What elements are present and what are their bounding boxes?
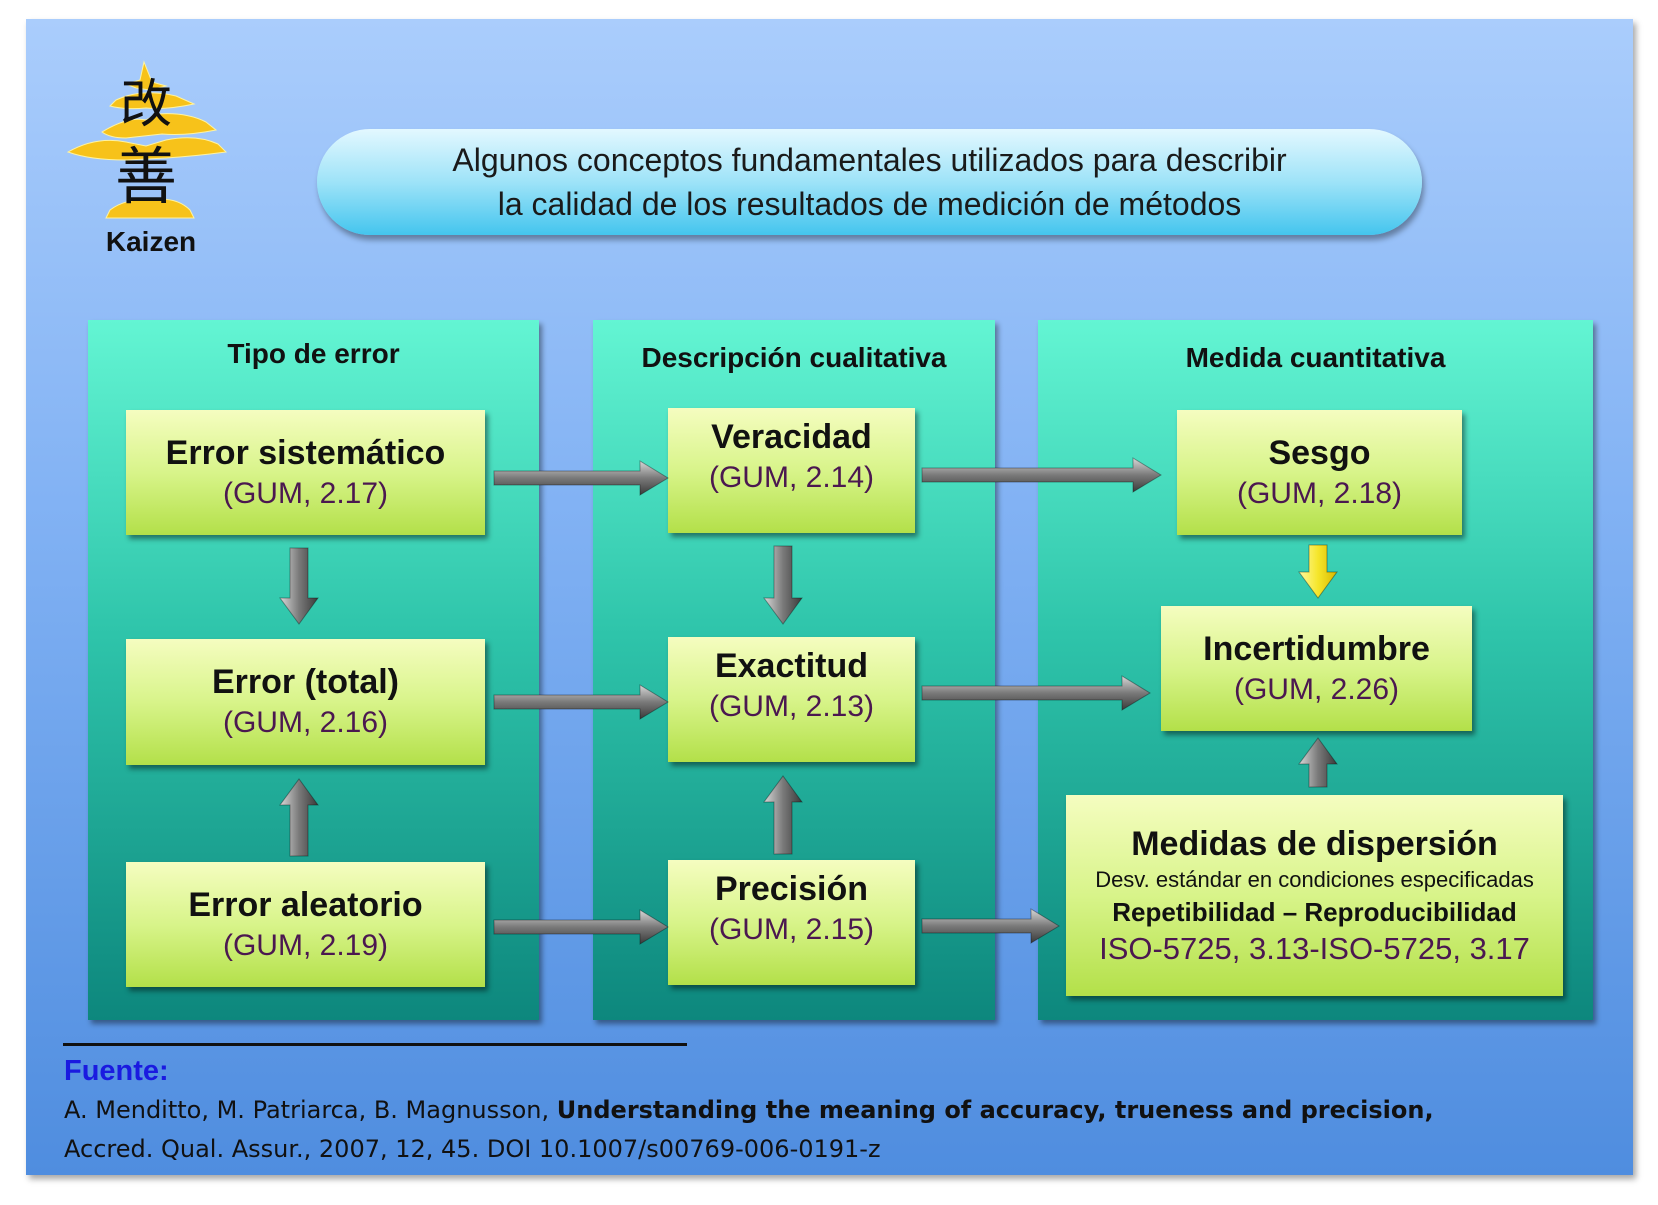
box-ref: (GUM, 2.13): [708, 690, 875, 723]
box-bias: Sesgo (GUM, 2.18): [1177, 410, 1462, 535]
box-ref: (GUM, 2.16): [222, 706, 389, 739]
box-title: Veracidad: [711, 418, 872, 456]
box-ref: (GUM, 2.18): [1236, 476, 1403, 510]
box-bold-line: Repetibilidad – Reproducibilidad: [1112, 896, 1517, 927]
box-ref: (GUM, 2.19): [222, 928, 389, 962]
source-divider: [63, 1043, 687, 1046]
box-title: Sesgo: [1268, 433, 1371, 472]
box-ref: ISO-5725, 3.13-ISO-5725, 3.17: [1099, 930, 1530, 966]
box-title: Precisión: [714, 870, 869, 908]
source-label: Fuente:: [64, 1055, 169, 1087]
column-heading: Medida cuantitativa: [1185, 342, 1446, 373]
box-uncertainty: Incertidumbre (GUM, 2.26): [1161, 606, 1472, 731]
box-random-error: Error aleatorio (GUM, 2.19): [126, 862, 485, 987]
box-title: Incertidumbre: [1203, 629, 1430, 668]
source-reference-line-1: A. Menditto, M. Patriarca, B. Magnusson,…: [64, 1096, 1434, 1124]
box-systematic-error: Error sistemático (GUM, 2.17): [126, 410, 485, 535]
logo-label: Kaizen: [105, 226, 197, 257]
title-line-2: la calidad de los resultados de medición…: [497, 186, 1242, 222]
source-citation: Accred. Qual. Assur., 2007, 12, 45. DOI …: [64, 1135, 881, 1163]
box-dispersion: Medidas de dispersión Desv. estándar en …: [1066, 795, 1563, 996]
svg-text:改: 改: [120, 75, 172, 135]
box-subtitle: Desv. estándar en condiciones especifica…: [1095, 866, 1534, 892]
box-title: Error (total): [212, 663, 399, 701]
bonsai-icon: 改 善: [66, 60, 228, 219]
svg-text:善: 善: [115, 140, 177, 213]
box-title: Error aleatorio: [188, 885, 423, 924]
source-paper-title: Understanding the meaning of accuracy, t…: [556, 1096, 1434, 1124]
box-accuracy: Exactitud (GUM, 2.13): [668, 637, 915, 762]
column-heading: Descripción cualitativa: [641, 342, 947, 373]
box-ref: (GUM, 2.15): [708, 913, 875, 946]
source-authors: A. Menditto, M. Patriarca, B. Magnusson,: [64, 1096, 557, 1124]
column-heading: Tipo de error: [227, 338, 400, 369]
box-ref: (GUM, 2.17): [222, 476, 389, 510]
box-total-error: Error (total) (GUM, 2.16): [126, 639, 485, 765]
box-ref: (GUM, 2.26): [1233, 672, 1400, 706]
kaizen-logo: 改 善 Kaizen: [66, 60, 236, 270]
box-trueness: Veracidad (GUM, 2.14): [668, 408, 915, 533]
box-title: Exactitud: [714, 647, 869, 685]
title-line-1: Algunos conceptos fundamentales utilizad…: [452, 142, 1287, 178]
box-ref: (GUM, 2.14): [708, 461, 875, 494]
box-precision: Precisión (GUM, 2.15): [668, 860, 915, 985]
box-title: Medidas de dispersión: [1131, 824, 1498, 863]
box-title: Error sistemático: [165, 433, 446, 472]
title-banner: Algunos conceptos fundamentales utilizad…: [317, 129, 1422, 235]
